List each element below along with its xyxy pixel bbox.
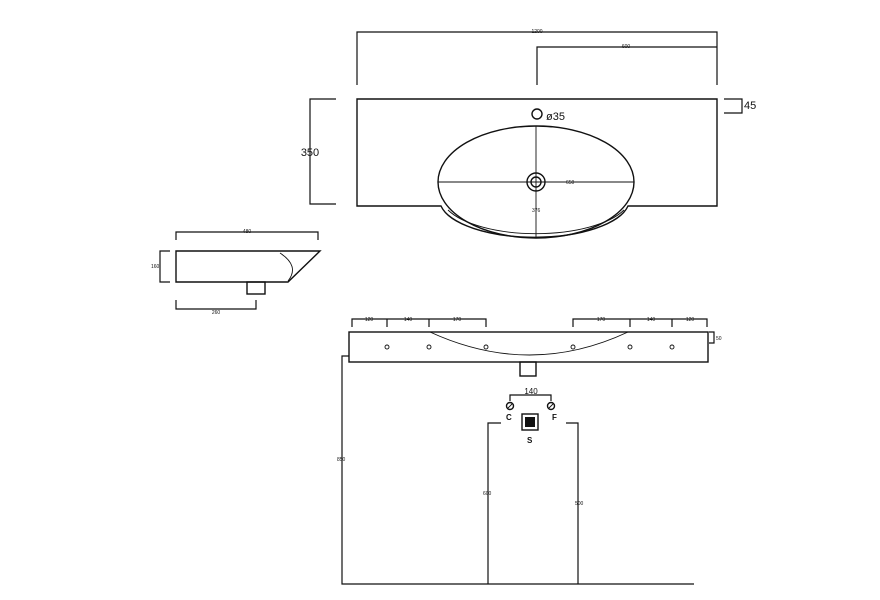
dim-side-depth: 480 — [175, 229, 319, 240]
hole-spacing-right-2: 140 — [647, 317, 656, 323]
dim-floor-height: 850 — [337, 355, 694, 585]
drain-outer-icon — [526, 172, 546, 192]
dim-tap-offset: 600 — [536, 44, 717, 85]
mounting-hole — [384, 344, 390, 350]
dim-tap-spacing: 140 — [509, 387, 552, 401]
dim-depth-label: 350 — [301, 147, 319, 159]
side-waste-outlet — [246, 281, 266, 295]
dim-side-height-label: 160 — [151, 264, 160, 270]
mounting-hole — [483, 344, 489, 350]
top-view: 1200 600 350 45 ø35 650 376 — [301, 29, 756, 239]
hot-supply-icon — [505, 401, 515, 411]
dim-waste-height-label: 600 — [483, 491, 492, 497]
waste-outlet-icon — [521, 413, 539, 431]
mounting-hole — [570, 344, 576, 350]
cold-supply-icon — [546, 401, 556, 411]
front-bowl-curve — [429, 331, 629, 356]
front-view: 120 140 170 170 140 120 50 — [337, 317, 722, 585]
side-profile-outline — [175, 250, 322, 283]
front-basin-outline — [348, 331, 709, 363]
cold-supply-label: F — [552, 413, 557, 422]
dim-side-depth-label: 480 — [243, 229, 252, 235]
dim-side-height: 160 — [151, 250, 170, 283]
tap-hole-icon — [531, 108, 543, 120]
hole-spacing-left-3: 170 — [453, 317, 462, 323]
mounting-hole — [426, 344, 432, 350]
dim-overall-width: 1200 — [356, 29, 718, 85]
front-waste-outlet — [519, 361, 537, 377]
dim-overall-width-label: 1200 — [531, 29, 542, 35]
dim-waste-offset: 260 — [175, 300, 257, 316]
dim-waste-height: 600 — [483, 422, 501, 584]
countertop-outline — [356, 98, 718, 238]
dim-floor-height-label: 850 — [337, 457, 346, 463]
dim-tap-spacing-label: 140 — [524, 387, 538, 396]
hole-spacing-left-1: 120 — [365, 317, 374, 323]
mounting-hole — [627, 344, 633, 350]
dim-waste-offset-label: 260 — [212, 310, 221, 316]
bowl-depth-label: 376 — [532, 208, 541, 214]
dim-hole-spacing-right: 170 140 120 — [572, 317, 708, 327]
dim-rim-height: 50 — [709, 331, 722, 344]
dim-rim-height-label: 50 — [716, 336, 722, 342]
hole-spacing-left-2: 140 — [404, 317, 413, 323]
hole-spacing-right-1: 170 — [597, 317, 606, 323]
dim-supply-height-label: 500 — [575, 501, 584, 507]
dim-hole-spacing-left: 120 140 170 — [351, 317, 487, 327]
side-view: 480 160 260 — [151, 229, 322, 316]
dim-supply-height: 500 — [566, 422, 584, 584]
mounting-holes — [384, 344, 675, 350]
bowl-width-label: 650 — [566, 180, 575, 186]
dim-edge-thickness-label: 45 — [744, 100, 756, 112]
dim-depth: 350 — [301, 98, 336, 205]
tap-hole-label: ø35 — [546, 111, 565, 123]
mounting-hole — [669, 344, 675, 350]
hot-supply-label: C — [506, 413, 512, 422]
waste-label: S — [527, 436, 533, 445]
dim-edge-thickness: 45 — [724, 98, 756, 114]
hole-spacing-right-3: 120 — [686, 317, 695, 323]
dim-tap-offset-label: 600 — [622, 44, 631, 50]
drain-inner-icon — [530, 176, 542, 188]
